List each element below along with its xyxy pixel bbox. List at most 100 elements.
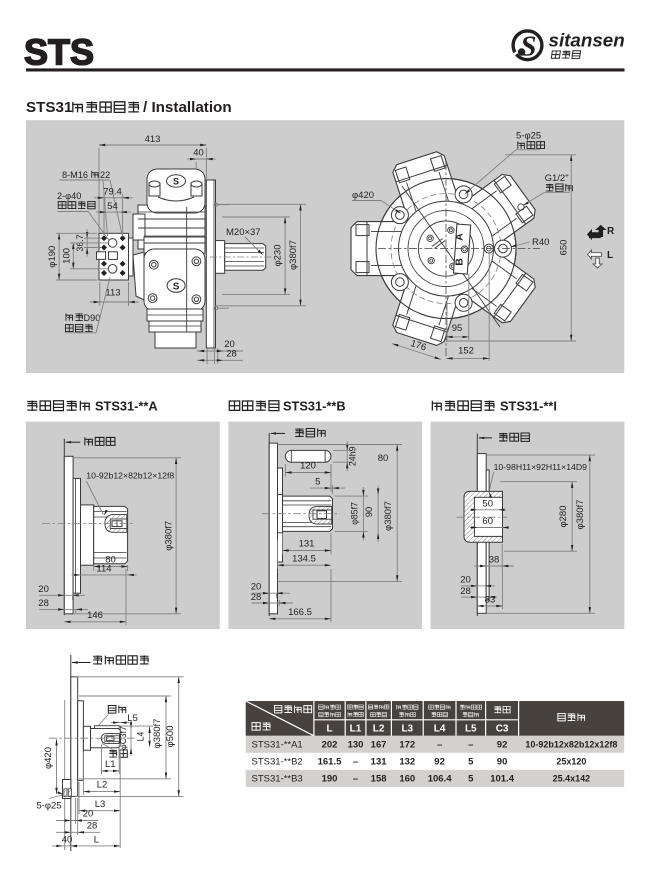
svg-text:L3: L3	[401, 724, 413, 735]
svg-text:STS31-**B2: STS31-**B2	[252, 756, 303, 767]
svg-text:113: 113	[105, 288, 120, 299]
svg-text:φ85f7: φ85f7	[349, 502, 359, 525]
svg-text:28: 28	[87, 821, 98, 832]
svg-text:STS31-**A: STS31-**A	[95, 399, 158, 414]
svg-text:B: B	[454, 258, 466, 266]
svg-text:161.5: 161.5	[318, 756, 342, 767]
svg-text:60: 60	[482, 516, 493, 527]
svg-text:–: –	[353, 756, 358, 767]
svg-text:2-φ40: 2-φ40	[57, 191, 81, 201]
svg-text:/ Installation: / Installation	[143, 99, 232, 116]
svg-text:φ420: φ420	[43, 747, 54, 769]
svg-text:sitansen: sitansen	[549, 30, 625, 51]
svg-text:83: 83	[485, 595, 496, 606]
svg-text:152: 152	[458, 346, 474, 357]
svg-text:92: 92	[497, 739, 508, 750]
svg-text:STS31-**B: STS31-**B	[283, 399, 346, 414]
svg-text:L1: L1	[105, 759, 116, 770]
svg-text:50: 50	[482, 499, 493, 510]
svg-text:5-φ25: 5-φ25	[516, 131, 541, 142]
svg-text:172: 172	[399, 739, 415, 750]
svg-text:413: 413	[145, 134, 161, 145]
svg-text:10-98H11×92H11×14D9: 10-98H11×92H11×14D9	[494, 462, 588, 472]
svg-text:G1/2": G1/2"	[545, 173, 569, 184]
svg-text:–: –	[353, 773, 358, 784]
svg-text:20: 20	[460, 575, 471, 586]
svg-text:101.4: 101.4	[490, 773, 514, 784]
svg-text:28: 28	[251, 592, 262, 603]
svg-text:φ380f7: φ380f7	[152, 719, 163, 749]
svg-text:φ380f7: φ380f7	[163, 521, 174, 551]
svg-text:95: 95	[452, 323, 463, 334]
svg-text:M20×37: M20×37	[226, 227, 261, 238]
svg-text:92: 92	[434, 756, 445, 767]
svg-text:10-92b12x82b12x12f8: 10-92b12x82b12x12f8	[525, 739, 617, 749]
svg-text:106.4: 106.4	[428, 773, 452, 784]
svg-text:STS31-**I: STS31-**I	[500, 399, 557, 414]
svg-text:20: 20	[38, 584, 49, 595]
svg-text:190: 190	[322, 773, 338, 784]
svg-text:131: 131	[371, 756, 388, 767]
svg-text:φ380f7: φ380f7	[288, 240, 299, 270]
svg-text:90: 90	[364, 507, 375, 518]
svg-text:20: 20	[83, 809, 94, 820]
svg-text:L1: L1	[350, 724, 362, 735]
svg-text:φ380f7: φ380f7	[383, 501, 394, 531]
svg-text:146: 146	[87, 610, 103, 621]
svg-text:132: 132	[399, 756, 415, 767]
svg-text:160: 160	[399, 773, 415, 784]
svg-text:C3: C3	[496, 724, 509, 735]
svg-text:φ230: φ230	[273, 244, 284, 266]
svg-text:25x120: 25x120	[556, 756, 586, 766]
svg-text:28: 28	[38, 598, 49, 609]
svg-text:20: 20	[251, 582, 262, 593]
svg-text:L5: L5	[465, 724, 477, 735]
svg-text:L2: L2	[373, 724, 385, 735]
svg-text:L4: L4	[434, 724, 446, 735]
svg-text:STS: STS	[24, 32, 94, 73]
svg-text:φ500: φ500	[165, 725, 176, 747]
svg-text:STS31: STS31	[26, 99, 73, 116]
svg-text:5: 5	[468, 773, 474, 784]
svg-text:D90: D90	[84, 313, 101, 323]
svg-text:80: 80	[105, 555, 116, 566]
svg-text:5: 5	[468, 756, 474, 767]
svg-text:100: 100	[61, 248, 72, 264]
svg-text:25.4x142: 25.4x142	[553, 773, 591, 783]
svg-text:L: L	[326, 724, 332, 735]
svg-text:166.5: 166.5	[288, 607, 312, 618]
svg-text:79.4: 79.4	[103, 187, 122, 198]
svg-text:90: 90	[497, 756, 508, 767]
svg-text:L5: L5	[127, 713, 138, 724]
svg-text:φ190: φ190	[47, 246, 58, 268]
svg-text:8-M16: 8-M16	[62, 170, 88, 180]
svg-text:40: 40	[62, 834, 73, 845]
svg-text:28: 28	[460, 586, 471, 597]
svg-text:167: 167	[371, 739, 387, 750]
svg-text:5-φ25: 5-φ25	[36, 801, 61, 812]
svg-text:S: S	[173, 281, 180, 292]
svg-text:38: 38	[489, 555, 500, 566]
svg-text:54: 54	[107, 201, 118, 212]
svg-text:A: A	[454, 233, 466, 241]
svg-text:R40: R40	[532, 237, 549, 248]
svg-text:158: 158	[371, 773, 387, 784]
svg-text:134.5: 134.5	[292, 554, 316, 565]
svg-text:22: 22	[100, 170, 110, 180]
svg-text:176: 176	[409, 338, 427, 353]
svg-text:S: S	[520, 31, 536, 63]
svg-text:S: S	[173, 177, 179, 187]
svg-text:φ420: φ420	[352, 190, 374, 201]
svg-text:120: 120	[300, 461, 316, 472]
svg-text:40: 40	[193, 148, 204, 159]
svg-text:STS31-**B3: STS31-**B3	[252, 773, 303, 784]
svg-text:202: 202	[322, 739, 338, 750]
svg-text:80: 80	[378, 453, 389, 464]
svg-text:φC3f7: φC3f7	[118, 726, 128, 750]
svg-text:L: L	[94, 834, 99, 845]
svg-text:650: 650	[559, 240, 570, 256]
svg-text:24h9: 24h9	[348, 446, 358, 466]
svg-text:R: R	[607, 226, 615, 237]
svg-text:L2: L2	[97, 780, 108, 791]
svg-text:–: –	[437, 739, 442, 750]
